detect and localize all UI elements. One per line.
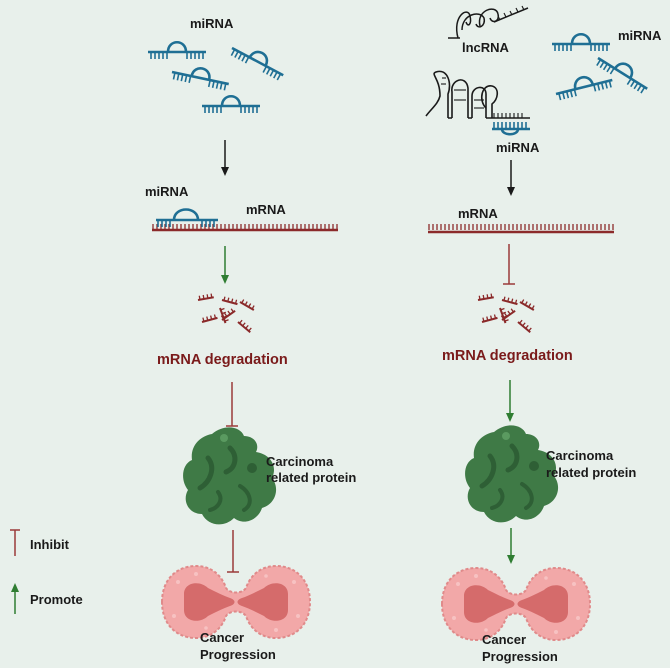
lncrna-icon-top <box>448 5 529 39</box>
right-protein-label-1: Carcinoma <box>546 448 614 463</box>
left-inhibit-arrow-2 <box>227 530 239 573</box>
left-protein-label-1: Carcinoma <box>266 454 334 469</box>
left-cancer-label-2: Progression <box>200 647 276 662</box>
left-mirna-title: miRNA <box>190 16 234 31</box>
left-mrna-strand-icon <box>152 222 338 232</box>
left-mirna-bound-label: miRNA <box>145 184 189 199</box>
mirna-icon <box>227 38 290 83</box>
right-mirna-title: miRNA <box>618 28 662 43</box>
left-cancer-cell-icon <box>161 565 311 639</box>
right-cancer-label-1: Cancer <box>482 632 526 647</box>
mirna-icon <box>550 32 612 53</box>
right-bound-mirna-icon <box>492 122 530 136</box>
inhibit-icon <box>10 529 20 556</box>
promote-icon <box>11 583 19 614</box>
right-mrna-strand-icon <box>428 224 614 234</box>
left-promote-arrow-1 <box>221 246 229 284</box>
left-degradation-label: mRNA degradation <box>157 352 288 368</box>
lncrna-sponge-icon <box>425 70 530 119</box>
mirna-icon <box>146 40 208 61</box>
right-arrow-1 <box>507 160 515 196</box>
right-fragments-icon <box>477 293 536 332</box>
mirna-icon <box>200 94 262 115</box>
right-degradation-label: mRNA degradation <box>442 348 573 364</box>
left-protein-label-2: related protein <box>266 470 356 485</box>
right-inhibit-arrow-1 <box>503 244 515 285</box>
left-protein-icon <box>183 427 276 524</box>
legend: Inhibit Promote <box>10 529 83 614</box>
left-cancer-label-1: Cancer <box>200 630 244 645</box>
right-cancer-cell-icon <box>441 567 591 641</box>
right-protein-icon <box>465 425 558 522</box>
legend-promote-label: Promote <box>30 592 83 607</box>
lncrna-label: lncRNA <box>462 40 510 55</box>
legend-inhibit-label: Inhibit <box>30 537 70 552</box>
right-protein-label-2: related protein <box>546 465 636 480</box>
left-arrow-1 <box>221 140 229 176</box>
right-bound-mirna-label: miRNA <box>496 140 540 155</box>
right-mrna-label: mRNA <box>458 206 498 221</box>
mirna-icon <box>169 61 233 93</box>
right-mirna-icon-group <box>550 32 654 103</box>
left-fragments-icon <box>197 293 256 332</box>
right-promote-arrow-2 <box>507 528 515 564</box>
left-bound-mirna-icon <box>156 208 218 227</box>
left-mrna-label: mRNA <box>246 202 286 217</box>
mirna-icon <box>552 69 616 103</box>
left-mirna-icon-group <box>146 38 290 115</box>
right-promote-arrow-1 <box>506 380 514 422</box>
right-cancer-label-2: Progression <box>482 649 558 664</box>
left-inhibit-arrow-1 <box>226 382 238 427</box>
